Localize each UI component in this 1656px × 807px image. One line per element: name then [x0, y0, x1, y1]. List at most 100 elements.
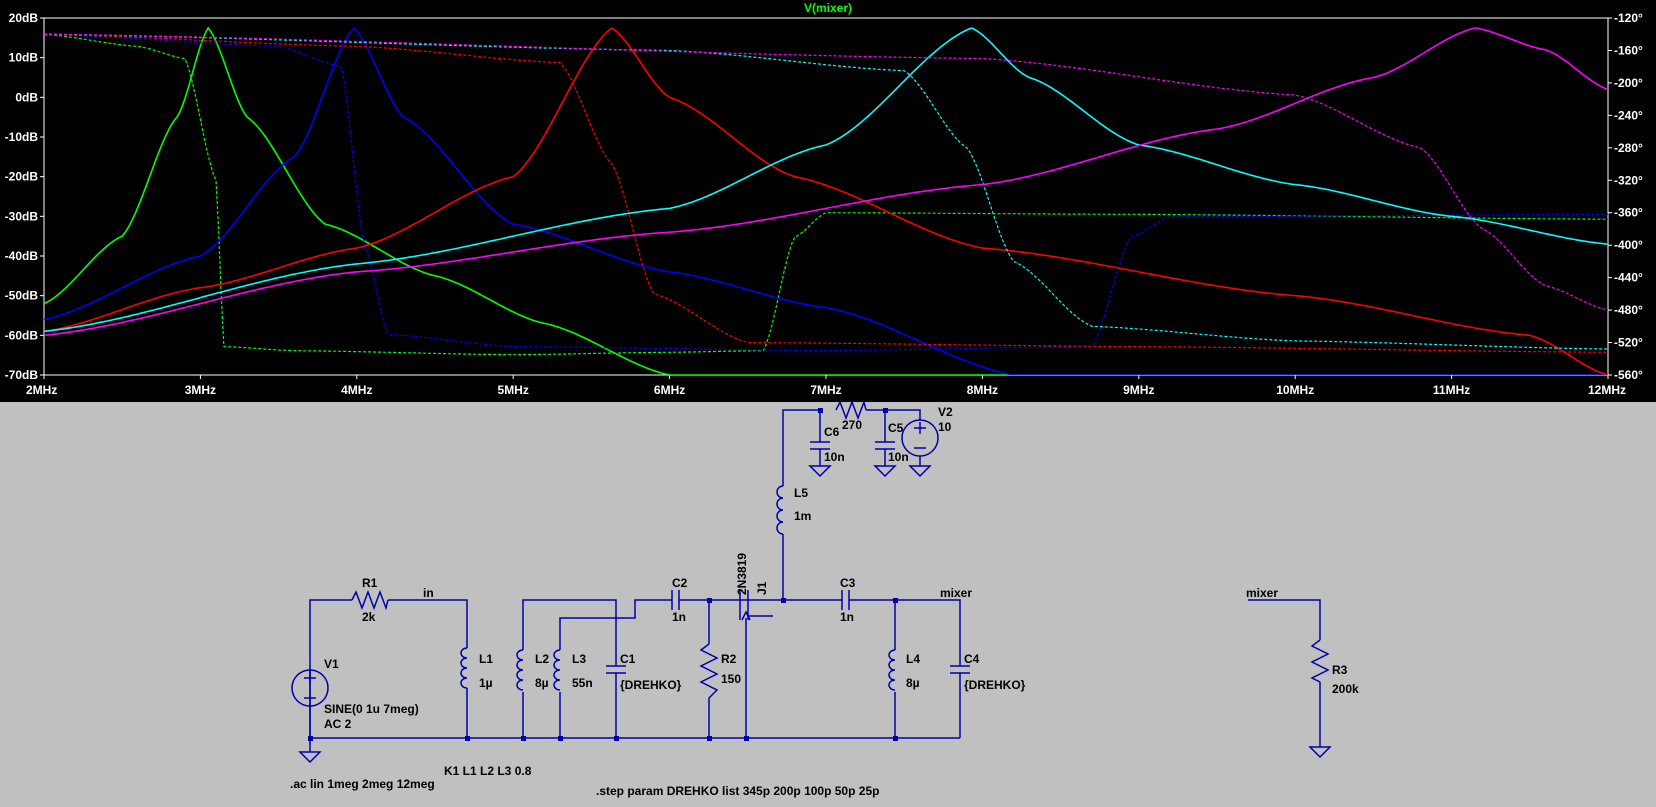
value-l5[interactable]: 1m: [794, 509, 811, 523]
value-r3[interactable]: 200k: [1332, 682, 1359, 696]
ground-symbol: [908, 465, 932, 478]
schematic-pane[interactable]: R1 2k in V1 SINE(0 1u 7meg) AC 2 L1 1µ L…: [0, 389, 1656, 802]
value-c2[interactable]: 1n: [672, 610, 686, 624]
value-c1[interactable]: {DREHKO}: [620, 678, 682, 692]
y-tick-label-right: -280°: [1614, 141, 1643, 155]
label-r4[interactable]: R4: [845, 389, 861, 403]
x-tick-label: 10MHz: [1276, 383, 1314, 397]
magnitude-trace-2: [44, 27, 1608, 375]
value-c6[interactable]: 10n: [824, 450, 845, 464]
net-label-mixer-2[interactable]: mixer: [1246, 586, 1278, 600]
y-tick-label-left: 0dB: [15, 90, 38, 104]
directive-k1[interactable]: K1 L1 L2 L3 0.8: [444, 764, 532, 778]
label-r1[interactable]: R1: [362, 576, 378, 590]
label-l2[interactable]: L2: [535, 652, 549, 666]
label-r2[interactable]: R2: [721, 652, 737, 666]
capacitor-c6[interactable]: [810, 440, 830, 454]
capacitor-c2[interactable]: [668, 590, 684, 610]
y-axis-right: -120°-160°-200°-240°-280°-320°-360°-400°…: [1608, 11, 1643, 382]
label-v1[interactable]: V1: [324, 657, 339, 671]
capacitor-c3[interactable]: [838, 590, 854, 610]
bode-plot[interactable]: V(mixer) 20dB10dB0dB-10dB-20dB-30dB-40dB…: [0, 0, 1656, 402]
value-l2[interactable]: 8µ: [535, 676, 549, 690]
label-l4[interactable]: L4: [906, 652, 920, 666]
voltage-source-v1[interactable]: [291, 669, 329, 707]
y-axis-left: 20dB10dB0dB-10dB-20dB-30dB-40dB-50dB-60d…: [5, 11, 44, 382]
y-tick-label-right: -480°: [1614, 303, 1643, 317]
label-c3[interactable]: C3: [840, 576, 856, 590]
inductor-l5[interactable]: [776, 485, 784, 535]
value-v1-ac[interactable]: AC 2: [324, 717, 352, 731]
net-label-mixer[interactable]: mixer: [940, 586, 972, 600]
y-tick-label-left: -20dB: [5, 170, 39, 184]
resistor-r3[interactable]: [1310, 639, 1330, 683]
y-tick-label-left: -50dB: [5, 289, 39, 303]
value-c5[interactable]: 10n: [888, 450, 909, 464]
x-tick-label: 3MHz: [185, 383, 216, 397]
label-j1[interactable]: J1: [755, 581, 769, 595]
label-v2[interactable]: V2: [938, 405, 953, 419]
net-label-in[interactable]: in: [423, 586, 434, 600]
label-c4[interactable]: C4: [964, 652, 980, 666]
inductor-l4[interactable]: [888, 649, 896, 691]
phase-trace-1: [44, 33, 1608, 352]
x-tick-label: 12MHz: [1588, 383, 1626, 397]
label-c6[interactable]: C6: [824, 425, 840, 439]
label-l1[interactable]: L1: [479, 652, 493, 666]
value-v2[interactable]: 10: [938, 420, 952, 434]
junction-dots: [308, 408, 898, 741]
value-c3[interactable]: 1n: [840, 610, 854, 624]
label-c5[interactable]: C5: [888, 421, 904, 435]
label-c2[interactable]: C2: [672, 576, 688, 590]
resistor-r1[interactable]: [351, 589, 389, 611]
jfet-gate-arrow: [741, 610, 751, 621]
voltage-source-v2[interactable]: [901, 419, 939, 457]
value-l4[interactable]: 8µ: [906, 676, 920, 690]
value-l1[interactable]: 1µ: [479, 676, 493, 690]
y-tick-label-right: -400°: [1614, 238, 1643, 252]
directive-step[interactable]: .step param DREHKO list 345p 200p 100p 5…: [596, 784, 879, 798]
x-tick-label: 8MHz: [967, 383, 998, 397]
y-tick-label-right: -160°: [1614, 43, 1643, 57]
x-tick-label: 4MHz: [341, 383, 372, 397]
y-tick-label-right: -120°: [1614, 11, 1643, 25]
y-tick-label-left: 20dB: [9, 11, 39, 25]
phase-trace-4: [44, 33, 1608, 311]
label-c1[interactable]: C1: [620, 652, 636, 666]
capacitor-c4[interactable]: [950, 662, 970, 678]
value-r4[interactable]: 270: [842, 418, 862, 432]
label-r3[interactable]: R3: [1332, 663, 1348, 677]
value-j1[interactable]: 2N3819: [735, 553, 749, 595]
plot-title[interactable]: V(mixer): [804, 1, 852, 15]
x-tick-label: 7MHz: [810, 383, 841, 397]
ground-symbol: [808, 465, 832, 478]
value-v1-sine[interactable]: SINE(0 1u 7meg): [324, 702, 419, 716]
inductor-l1[interactable]: [460, 647, 468, 689]
directive-ac[interactable]: .ac lin 1meg 2meg 12meg: [290, 777, 435, 791]
inductor-l3[interactable]: [553, 649, 561, 691]
x-tick-label: 6MHz: [654, 383, 685, 397]
value-r2[interactable]: 150: [721, 672, 741, 686]
label-l3[interactable]: L3: [572, 652, 586, 666]
resistor-r2[interactable]: [699, 643, 719, 702]
schematic-canvas[interactable]: R1 2k in V1 SINE(0 1u 7meg) AC 2 L1 1µ L…: [0, 389, 1656, 802]
phase-trace-0: [44, 33, 1608, 356]
y-tick-label-left: -60dB: [5, 328, 39, 342]
magnitude-trace-1: [44, 27, 1608, 375]
label-l5[interactable]: L5: [794, 486, 808, 500]
y-tick-label-right: -360°: [1614, 206, 1643, 220]
magnitude-trace-4: [44, 27, 1608, 337]
ground-symbol: [873, 465, 897, 478]
value-r1[interactable]: 2k: [362, 610, 376, 624]
value-c4[interactable]: {DREHKO}: [964, 678, 1026, 692]
resistor-r4[interactable]: [835, 399, 867, 421]
capacitor-c5[interactable]: [875, 440, 895, 454]
capacitor-c1[interactable]: [606, 662, 626, 678]
inductor-l2[interactable]: [516, 649, 524, 691]
value-l3[interactable]: 55n: [572, 676, 593, 690]
y-tick-label-left: -10dB: [5, 130, 39, 144]
y-tick-label-left: -30dB: [5, 209, 39, 223]
y-tick-label-left: -70dB: [5, 368, 39, 382]
